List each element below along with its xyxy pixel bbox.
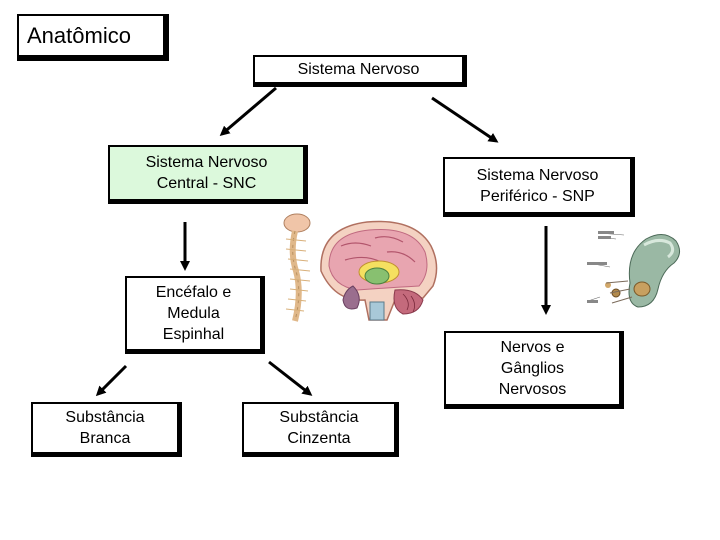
node-snp: Sistema Nervoso Periférico - SNP [443,157,635,217]
node-encefalo-medula: Encéfalo e Medula Espinhal [125,276,265,354]
node-sistema-nervoso: Sistema Nervoso [253,55,467,87]
arrow-root-to-snc [219,86,277,136]
node-substancia-cinzenta: Substância Cinzenta [242,402,399,457]
page-title: Anatômico [17,14,169,61]
node-snc: Sistema Nervoso Central - SNC [108,145,308,204]
arrow-encephalon-to-white [95,364,128,397]
spinal-cord-illustration [283,213,311,322]
brain-sagittal-illustration [320,220,438,321]
nerve-ganglia-illustration [587,231,680,308]
arrow-root-to-snp [431,96,499,143]
arrow-encephalon-to-gray [268,360,313,396]
node-substancia-branca: Substância Branca [31,402,182,457]
node-nervos-ganglios: Nervos e Gânglios Nervosos [444,331,624,409]
